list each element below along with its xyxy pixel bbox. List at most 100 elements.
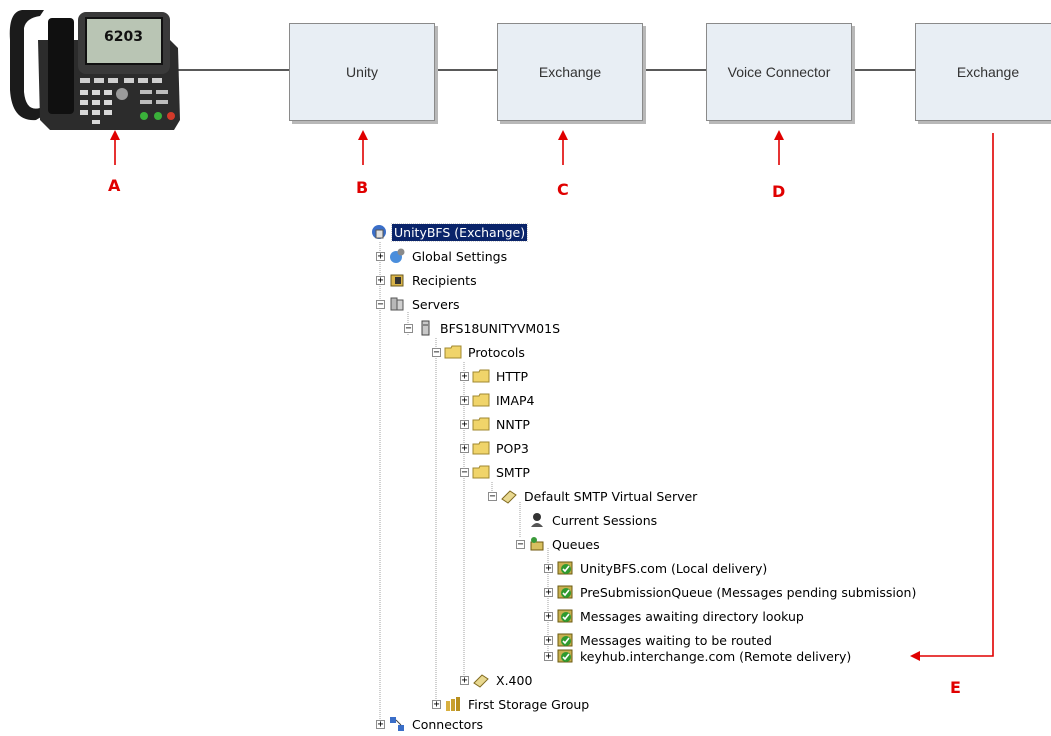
tree-queue-item[interactable]: PreSubmissionQueue (Messages pending sub…: [556, 582, 918, 602]
expand-queue-3[interactable]: +: [544, 611, 553, 622]
expand-http[interactable]: +: [460, 371, 469, 382]
tree-x400[interactable]: X.400: [472, 670, 534, 690]
unity-label: Unity: [346, 64, 378, 80]
connectors-label: Connectors: [412, 716, 483, 732]
tree-root-label: UnityBFS (Exchange): [390, 222, 529, 242]
globe-gear-icon: [390, 248, 405, 263]
tree-default-smtp[interactable]: Default SMTP Virtual Server: [500, 486, 699, 506]
tree-first-storage-group[interactable]: First Storage Group: [444, 694, 591, 714]
collapse-servers[interactable]: −: [376, 299, 385, 310]
tree-queue-item[interactable]: UnityBFS.com (Local delivery): [556, 558, 769, 578]
folder-icon: [472, 369, 490, 383]
queues-label: Queues: [552, 536, 600, 552]
expand-queue-1[interactable]: +: [544, 563, 553, 574]
expand-global-settings[interactable]: +: [376, 251, 385, 262]
recipients-icon: [390, 274, 404, 287]
queue-check-icon: [557, 561, 573, 575]
exchange-box-1: Exchange: [497, 23, 643, 121]
expand-connectors[interactable]: +: [376, 719, 385, 730]
queue-check-icon: [557, 609, 573, 623]
folder-icon: [472, 441, 490, 455]
tree-pop3[interactable]: POP3: [472, 438, 531, 458]
x400-label: X.400: [496, 672, 533, 688]
nntp-label: NNTP: [496, 416, 530, 432]
queue-check-icon: [557, 585, 573, 599]
tree-nntp[interactable]: NNTP: [472, 414, 532, 434]
marker-e: E: [950, 678, 961, 697]
tree-global-settings[interactable]: Global Settings: [388, 246, 509, 266]
phone-display-text: 6203: [104, 29, 143, 45]
queue-item-label: PreSubmissionQueue (Messages pending sub…: [580, 584, 917, 600]
exchange-label-2: Exchange: [956, 64, 1020, 80]
folder-icon: [472, 465, 490, 479]
collapse-protocols[interactable]: −: [432, 347, 441, 358]
tree-queue-item[interactable]: keyhub.interchange.com (Remote delivery): [556, 646, 853, 666]
collapse-smtp[interactable]: −: [460, 467, 469, 478]
queue-check-icon: [557, 649, 573, 663]
queue-check-icon: [557, 633, 573, 647]
queue-item-label: UnityBFS.com (Local delivery): [580, 560, 768, 576]
expand-first-storage-group[interactable]: +: [432, 699, 441, 710]
marker-c: C: [557, 180, 569, 199]
servers-label: Servers: [412, 296, 460, 312]
organization-icon: [372, 225, 386, 239]
collapse-queues[interactable]: −: [516, 539, 525, 550]
tree-recipients[interactable]: Recipients: [388, 270, 479, 290]
expand-recipients[interactable]: +: [376, 275, 385, 286]
exchange-box-2: Exchange: [915, 23, 1051, 121]
queue-item-label: Messages waiting to be routed: [580, 632, 772, 648]
tree-queues[interactable]: Queues: [528, 534, 602, 554]
marker-a: A: [108, 176, 121, 195]
voice-connector-box: Voice Connector: [706, 23, 852, 121]
marker-d: D: [772, 182, 786, 201]
smtp-label: SMTP: [496, 464, 530, 480]
voice-connector-label: Voice Connector: [727, 64, 831, 80]
tree-root[interactable]: UnityBFS (Exchange): [370, 222, 529, 242]
connectors-icon: [390, 717, 404, 731]
virtual-server-icon: [473, 674, 489, 688]
tree-smtp[interactable]: SMTP: [472, 462, 532, 482]
global-settings-label: Global Settings: [412, 248, 508, 264]
expand-imap4[interactable]: +: [460, 395, 469, 406]
exchange-label-1: Exchange: [538, 64, 602, 80]
expand-nntp[interactable]: +: [460, 419, 469, 430]
ip-phone-icon: [9, 10, 180, 130]
protocols-label: Protocols: [468, 344, 525, 360]
collapse-server[interactable]: −: [404, 323, 413, 334]
unity-box: Unity: [289, 23, 435, 121]
storage-group-icon: [446, 697, 460, 711]
expand-queue-2[interactable]: +: [544, 587, 553, 598]
tree-queue-item[interactable]: Messages awaiting directory lookup: [556, 606, 806, 626]
current-sessions-label: Current Sessions: [552, 512, 658, 528]
tree-servers[interactable]: Servers: [388, 294, 462, 314]
tree-current-sessions[interactable]: Current Sessions: [528, 510, 659, 530]
collapse-default-smtp[interactable]: −: [488, 491, 497, 502]
server-icon: [421, 320, 430, 336]
recipients-label: Recipients: [412, 272, 477, 288]
tree-protocols[interactable]: Protocols: [444, 342, 527, 362]
queue-item-label: keyhub.interchange.com (Remote delivery): [580, 648, 852, 664]
queue-item-label: Messages awaiting directory lookup: [580, 608, 804, 624]
tree-connectors[interactable]: Connectors: [388, 714, 485, 734]
folder-icon: [472, 417, 490, 431]
tree-imap4[interactable]: IMAP4: [472, 390, 537, 410]
tree-http[interactable]: HTTP: [472, 366, 530, 386]
expand-queue-5[interactable]: +: [544, 651, 553, 662]
tree-queue-item[interactable]: Messages waiting to be routed: [556, 630, 774, 650]
user-session-icon: [531, 513, 543, 527]
expand-queue-4[interactable]: +: [544, 635, 553, 646]
server-name-label: BFS18UNITYVM01S: [440, 320, 561, 336]
expand-pop3[interactable]: +: [460, 443, 469, 454]
virtual-server-icon: [501, 490, 517, 504]
expand-x400[interactable]: +: [460, 675, 469, 686]
imap4-label: IMAP4: [496, 392, 535, 408]
queues-icon: [530, 537, 544, 551]
servers-icon: [390, 297, 404, 311]
folder-icon: [444, 345, 462, 359]
marker-b: B: [356, 178, 369, 197]
tree-server-node[interactable]: BFS18UNITYVM01S: [416, 318, 562, 338]
http-label: HTTP: [496, 368, 528, 384]
